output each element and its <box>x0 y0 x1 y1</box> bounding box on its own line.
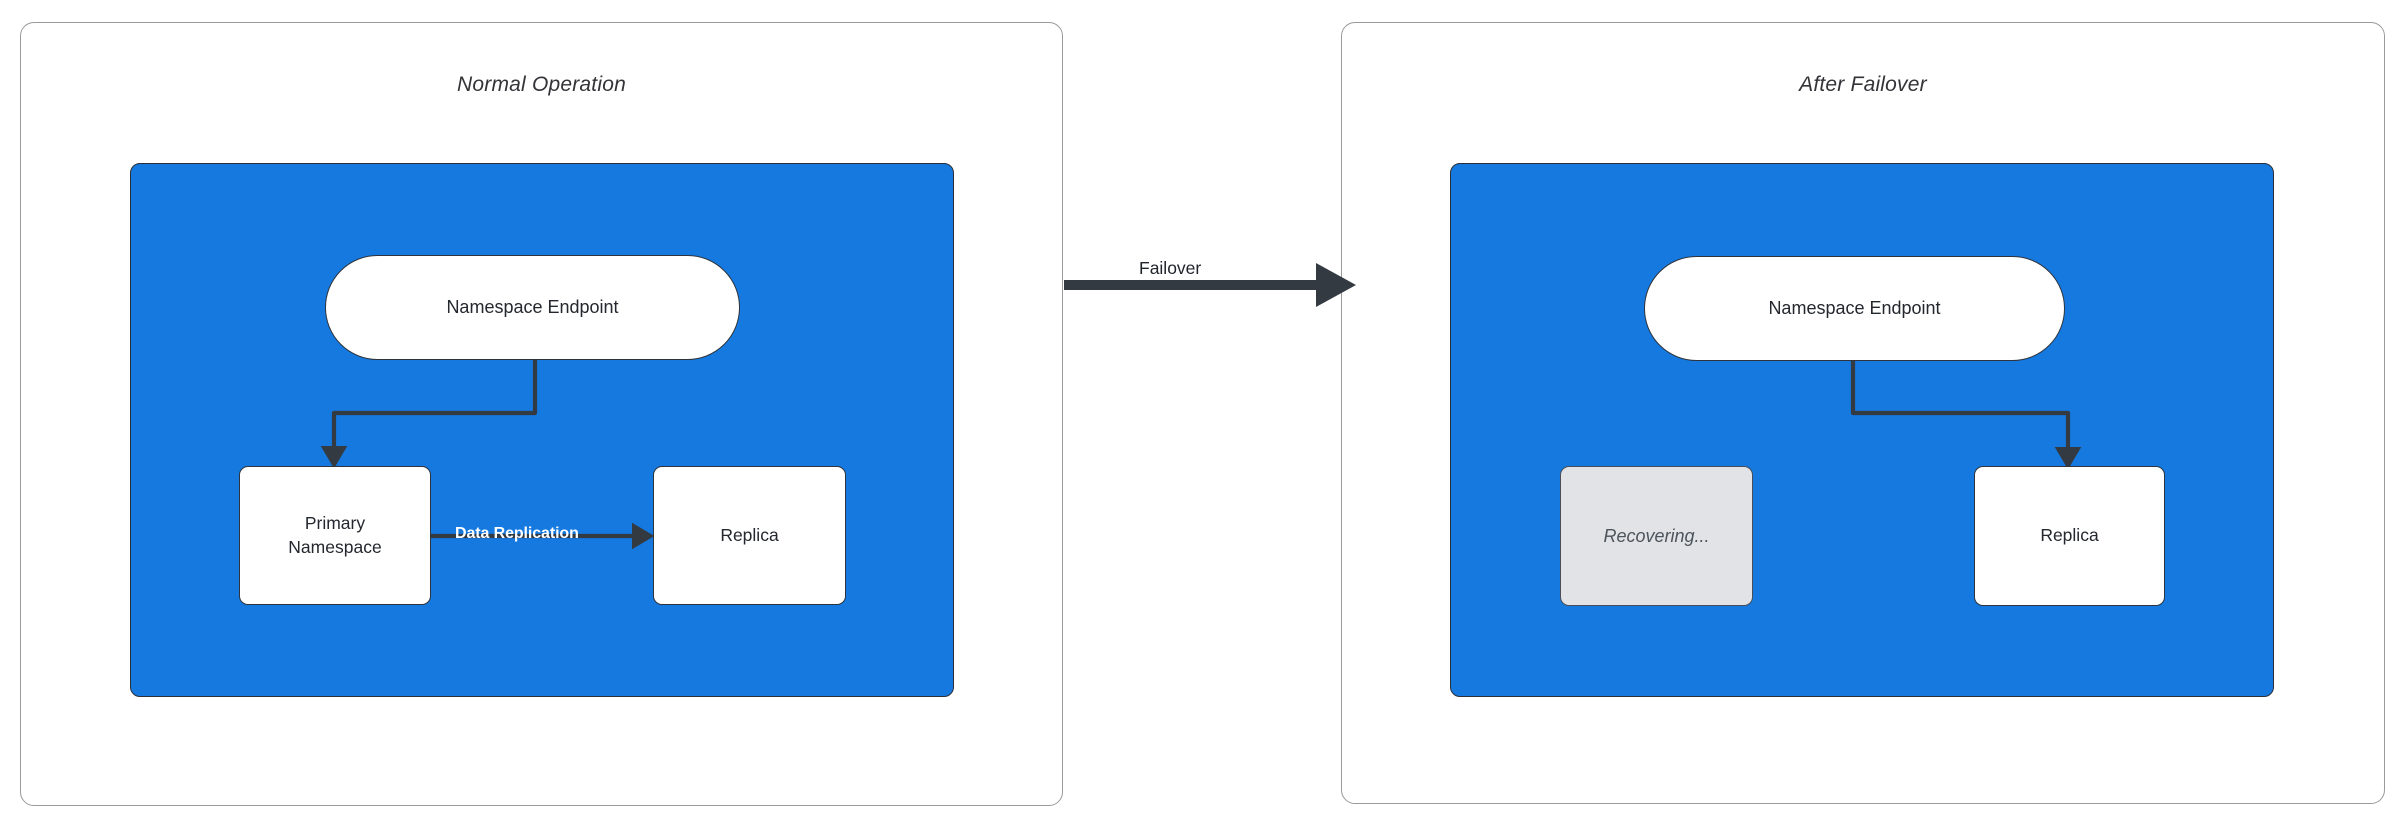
node-label-line2: Namespace <box>288 536 382 557</box>
node-primary-namespace[interactable]: Primary Namespace <box>239 466 431 605</box>
node-label: Recovering... <box>1603 525 1710 546</box>
node-replica-right[interactable]: Replica <box>1974 466 2165 606</box>
node-label: Namespace Endpoint <box>1768 298 1941 319</box>
node-replica-left[interactable]: Replica <box>653 466 846 605</box>
node-label: Replica <box>2040 525 2099 546</box>
node-label-line1: Primary <box>304 512 366 533</box>
node-label: Namespace Endpoint <box>446 297 619 318</box>
node-label: Primary Namespace <box>288 512 381 559</box>
node-namespace-endpoint-left[interactable]: Namespace Endpoint <box>325 255 740 360</box>
region-normal-operation <box>130 163 954 697</box>
edge-label-failover: Failover <box>1139 258 1202 278</box>
panel-title-normal-operation: Normal Operation <box>457 73 626 96</box>
panel-title-after-failover: After Failover <box>1799 73 1927 96</box>
node-label: Replica <box>720 524 779 545</box>
edge-label-data-replication: Data Replication <box>455 525 579 542</box>
region-after-failover <box>1450 163 2274 697</box>
node-recovering[interactable]: Recovering... <box>1560 466 1753 606</box>
node-namespace-endpoint-right[interactable]: Namespace Endpoint <box>1644 256 2065 361</box>
